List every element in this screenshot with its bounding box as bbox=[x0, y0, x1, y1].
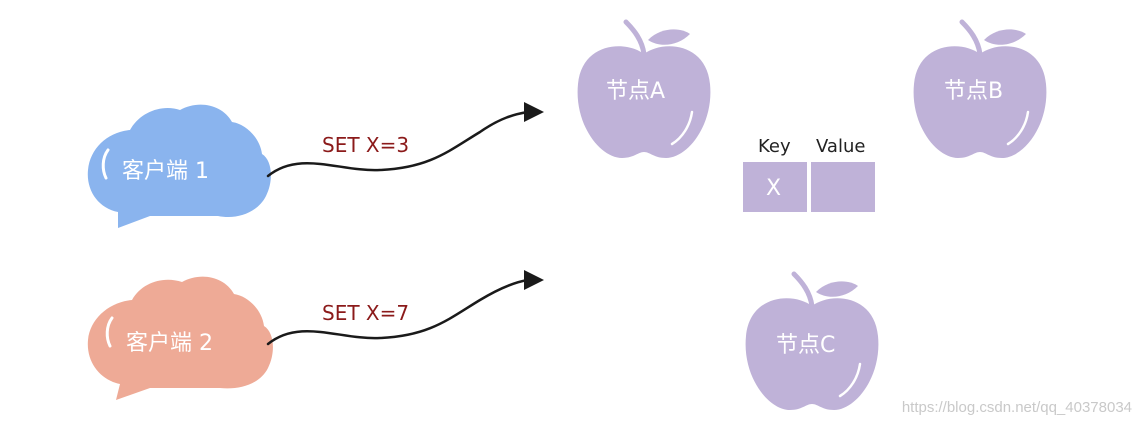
command-arrow-2: SET X=7 bbox=[266, 270, 544, 346]
node-b-label: 节点B bbox=[944, 79, 1003, 104]
command-arrow-1: SET X=3 bbox=[266, 102, 544, 178]
node-b-leaf bbox=[984, 29, 1026, 45]
command-1-label: SET X=3 bbox=[322, 133, 409, 157]
arrow-1-line bbox=[266, 110, 530, 178]
kv-value-cell bbox=[811, 162, 875, 212]
node-c-highlight bbox=[838, 362, 862, 398]
kv-key-cell bbox=[743, 162, 807, 212]
arrow-2-head bbox=[524, 270, 544, 290]
client-1-label: 客户端 1 bbox=[122, 159, 209, 184]
watermark: https://blog.csdn.net/qq_40378034 bbox=[902, 399, 1132, 416]
node-c-label: 节点C bbox=[776, 333, 835, 358]
kv-table: Key Value X bbox=[743, 136, 875, 212]
node-c-leaf bbox=[816, 281, 858, 297]
arrow-1-head bbox=[524, 102, 544, 122]
node-c-apple bbox=[745, 298, 879, 410]
node-a-stem bbox=[623, 19, 647, 57]
node-b-apple bbox=[913, 46, 1047, 158]
node-b-stem bbox=[959, 19, 983, 57]
node-a-apple bbox=[577, 46, 711, 158]
kv-key-value: X bbox=[766, 176, 781, 201]
node-a: 节点A bbox=[577, 19, 711, 158]
kv-key-header: Key bbox=[758, 136, 791, 157]
arrow-2-line bbox=[266, 278, 530, 346]
client-1: 客户端 1 bbox=[87, 104, 271, 228]
node-a-label: 节点A bbox=[606, 79, 665, 104]
node-b: 节点B bbox=[913, 19, 1047, 158]
client-1-cloud bbox=[87, 104, 271, 228]
command-2-label: SET X=7 bbox=[322, 301, 409, 325]
client-1-sparkle bbox=[101, 148, 110, 180]
kv-value-header: Value bbox=[816, 136, 865, 157]
node-c-stem bbox=[791, 271, 815, 309]
node-a-highlight bbox=[670, 110, 694, 146]
client-2-cloud bbox=[87, 276, 273, 400]
client-2: 客户端 2 bbox=[87, 276, 273, 400]
client-2-sparkle bbox=[105, 316, 114, 348]
node-b-highlight bbox=[1006, 110, 1030, 146]
node-c: 节点C bbox=[745, 271, 879, 410]
client-2-label: 客户端 2 bbox=[126, 331, 213, 356]
node-a-leaf bbox=[648, 29, 690, 45]
